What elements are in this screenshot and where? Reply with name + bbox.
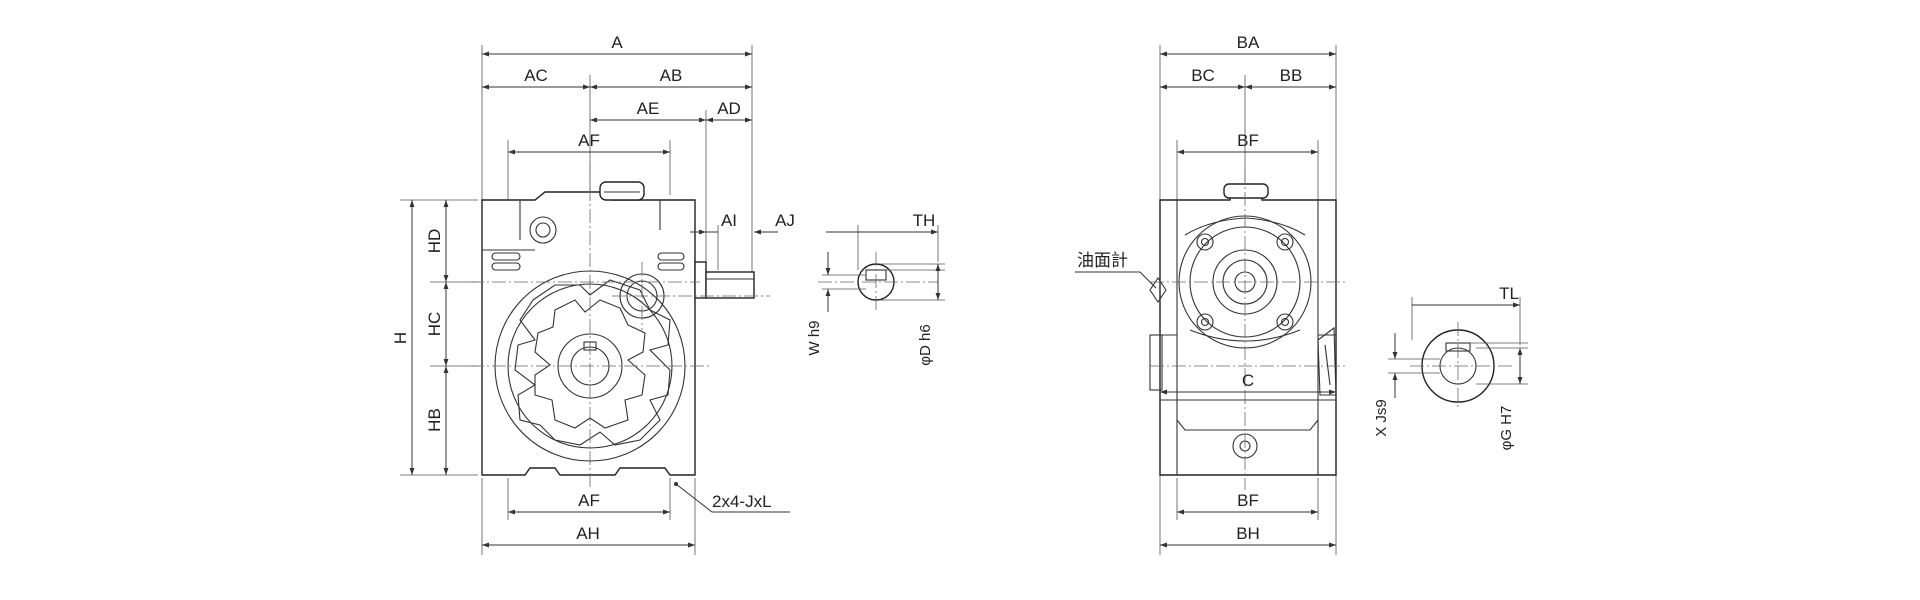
dim-label-bc: BC [1191,66,1215,85]
dim-label-tl: TL [1499,284,1519,303]
dim-label-ae: AE [637,99,660,118]
dim-label-bf-bottom: BF [1237,491,1259,510]
dim-label-ac: AC [524,66,548,85]
dim-label-a: A [611,33,623,52]
front-view: A AC AB AE AD AF AI AJ H HD HC HB AF AH [391,33,795,555]
gearbox-side-body [1149,183,1337,476]
oil-gauge-leader [1075,271,1157,289]
dim-label-aj: AJ [775,211,795,230]
callout-leader [675,483,790,513]
dim-label-ab: AB [660,66,683,85]
dim-label-bh: BH [1236,524,1260,543]
dim-label-hc: HC [425,312,444,337]
bore-detail: TL X Js9 φG H7 [1373,284,1528,450]
dim-label-ba: BA [1237,33,1260,52]
side-centerlines [1150,170,1345,490]
dim-label-af-bottom: AF [578,491,600,510]
front-centerlines [470,165,770,490]
callout-label: 2x4-JxL [712,492,772,511]
shaft-detail: TH W h9 φD h6 [806,211,945,366]
dim-label-th: TH [913,211,936,230]
dim-label-ad: AD [717,99,741,118]
dim-label-hb: HB [425,408,444,432]
side-view: BA BC BB BF C BF BH 油面計 [1075,33,1345,555]
dim-label-w: W h9 [806,320,823,355]
dim-label-g: φG H7 [1498,406,1515,451]
dim-label-hd: HD [425,229,444,254]
dim-label-bf-top: BF [1237,131,1259,150]
dim-label-bb: BB [1280,66,1303,85]
dim-label-x: X Js9 [1373,399,1390,437]
dim-label-d: φD h6 [917,324,934,365]
oil-gauge-label: 油面計 [1077,251,1128,270]
dim-label-h: H [391,332,410,344]
gearbox-front-body [481,181,755,476]
dim-label-c: C [1242,371,1254,390]
dim-label-ah: AH [576,524,600,543]
dim-label-ai: AI [721,211,737,230]
dim-label-af-top: AF [578,131,600,150]
